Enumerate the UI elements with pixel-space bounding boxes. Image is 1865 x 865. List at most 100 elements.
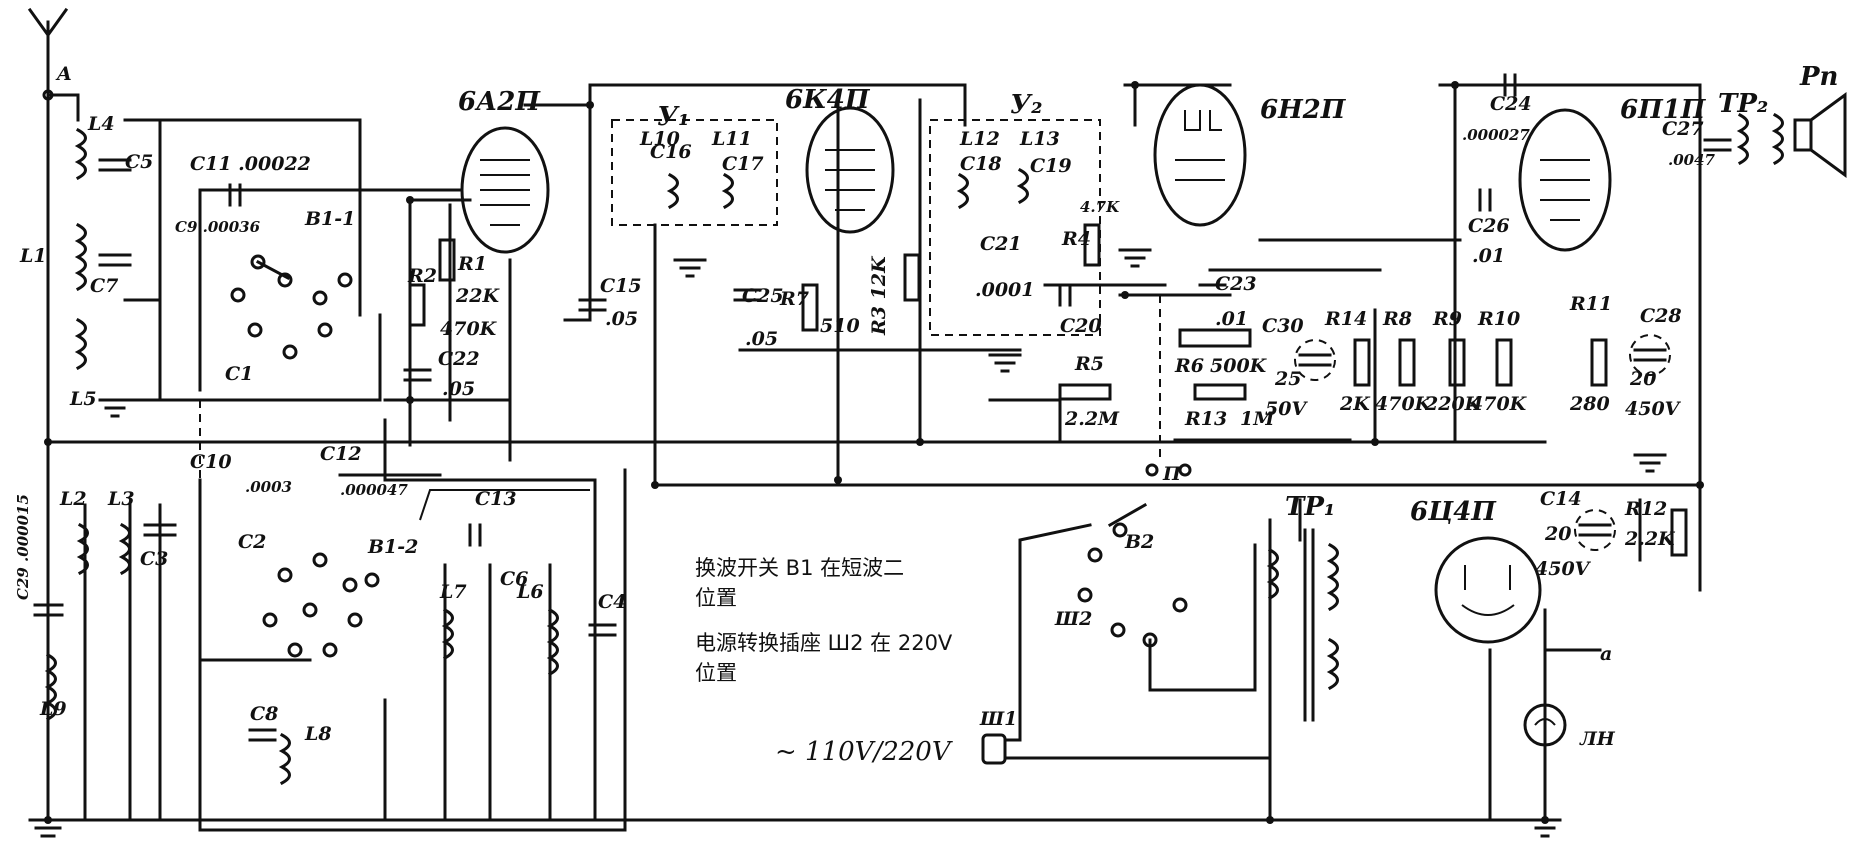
label-C22: C22: [438, 348, 480, 370]
value-R13: 1M: [1240, 408, 1275, 430]
label-L1: L1: [19, 245, 47, 267]
value-C27: .0047: [1668, 151, 1716, 169]
socket-label-sh2: Ш2: [1054, 608, 1092, 630]
tube-label-6p1p: 6П1П: [1620, 95, 1707, 125]
label-L2: L2: [59, 488, 87, 510]
note-line-1: 换波开关 B1 在短波二: [695, 556, 904, 580]
label-R3: R3 12K: [868, 255, 890, 336]
junction-dots: [44, 81, 1704, 824]
label-L6: L6: [516, 581, 544, 603]
ground-symbol: [988, 353, 1022, 373]
speaker-label: Рп: [1799, 62, 1838, 92]
lamp-label: ЛН: [1579, 728, 1616, 750]
label-R7: R7: [779, 288, 809, 310]
capacitors: [33, 73, 1732, 742]
value-C24: .000027: [1462, 126, 1530, 144]
value-R7: 510: [820, 315, 860, 337]
label-R6: R6: [1174, 355, 1204, 377]
label-C23: C23: [1215, 273, 1257, 295]
value-C12: .000047: [340, 481, 408, 499]
label-C16: C16: [650, 141, 692, 163]
value-R2: 470K: [440, 318, 498, 340]
label-C1: C1: [225, 363, 253, 385]
switch-b1-1: [230, 254, 353, 360]
mains-plug: [981, 523, 1272, 765]
label-C17: C17: [722, 153, 764, 175]
label-C5: C5: [125, 151, 153, 173]
label-C10: C10: [190, 451, 232, 473]
label-L11: L11: [711, 128, 752, 150]
label-C8: C8: [250, 703, 278, 725]
label-C27: C27: [1662, 118, 1704, 140]
label-R13: R13: [1184, 408, 1227, 430]
label-C25: C25: [742, 285, 784, 307]
label-C11: C11 .00022: [190, 153, 311, 175]
label-L4: L4: [87, 113, 115, 135]
label-L5: L5: [69, 388, 97, 410]
label-L10: L10: [639, 128, 680, 150]
value-R9: 220K: [1424, 393, 1483, 415]
shield-label-y1: У₁: [657, 102, 690, 132]
label-C9: C9 .00036: [175, 218, 261, 236]
value-C25: .05: [745, 328, 778, 350]
value-C28-cap: 20: [1629, 368, 1656, 390]
antenna-symbol: [27, 7, 69, 101]
note-line-3: 电源转换插座 Ш2 在 220V: [695, 631, 953, 655]
output-tag-a: a: [1600, 643, 1612, 665]
label-C28: C28: [1640, 305, 1682, 327]
value-C10: .0003: [245, 478, 292, 496]
label-C19: C19: [1030, 155, 1072, 177]
value-R12: 2.2K: [1624, 528, 1676, 550]
test-jack-p: [1145, 463, 1192, 477]
switch-label-b1-1: B1-1: [304, 208, 355, 230]
value-C26: .01: [1472, 245, 1505, 267]
tube-6p1p: 6П1П: [1518, 95, 1707, 252]
ground-symbol: [98, 398, 132, 418]
label-C20: C20: [1060, 315, 1102, 337]
antenna-label: A: [55, 63, 72, 85]
tube-6a2p: 6А2П: [458, 87, 550, 254]
value-R14: 2K: [1339, 393, 1371, 415]
value-R8: 470K: [1375, 393, 1433, 415]
tube-label-6k4p: 6К4П: [785, 85, 871, 115]
value-R11: 280: [1569, 393, 1610, 415]
value-C23: .01: [1215, 308, 1248, 330]
label-C4: C4: [598, 591, 626, 613]
switch-label-b2: B2: [1124, 531, 1154, 553]
value-R1: 22K: [455, 285, 500, 307]
tube-6n2p: 6Н2П: [1153, 83, 1347, 227]
ground-symbol: [673, 258, 707, 278]
label-C21: C21: [980, 233, 1022, 255]
speaker-symbol: [1793, 92, 1847, 178]
value-C22: .05: [442, 378, 475, 400]
switch-b1-2: [262, 552, 380, 658]
label-L8: L8: [304, 723, 332, 745]
tube-label-6a2p: 6А2П: [458, 87, 541, 117]
label-L3: L3: [107, 488, 135, 510]
value-C30-volt: 50V: [1265, 398, 1308, 420]
label-C24: C24: [1490, 93, 1532, 115]
plug-label-sh1: Ш1: [979, 708, 1017, 730]
label-R4: R4: [1061, 228, 1091, 250]
mains-voltage-label: ~ 110V/220V: [775, 737, 953, 767]
note-line-4: 位置: [695, 661, 737, 685]
shield-boxes: [199, 119, 1161, 580]
ground-symbol: [1118, 248, 1152, 268]
value-C21: .0001: [975, 279, 1035, 301]
tube-label-6c4p: 6Ц4П: [1410, 497, 1497, 527]
label-C13: C13: [475, 488, 517, 510]
value-R6: 500K: [1210, 355, 1268, 377]
label-C7: C7: [90, 275, 118, 297]
label-R9: R9: [1432, 308, 1462, 330]
ground-symbol: [1633, 453, 1667, 473]
value-R4: 4.7K: [1080, 198, 1120, 216]
label-R14: R14: [1324, 308, 1367, 330]
label-C30: C30: [1262, 315, 1304, 337]
value-C15: .05: [605, 308, 638, 330]
value-R10: 470K: [1470, 393, 1528, 415]
jack-label-p: П: [1162, 463, 1182, 485]
coils: [44, 112, 1784, 786]
switch-b2-sh2: [1077, 502, 1257, 692]
notes: 换波开关 B1 在短波二 位置 电源转换插座 Ш2 在 220V 位置 ~ 11…: [695, 556, 953, 767]
label-R12: R12: [1624, 498, 1667, 520]
